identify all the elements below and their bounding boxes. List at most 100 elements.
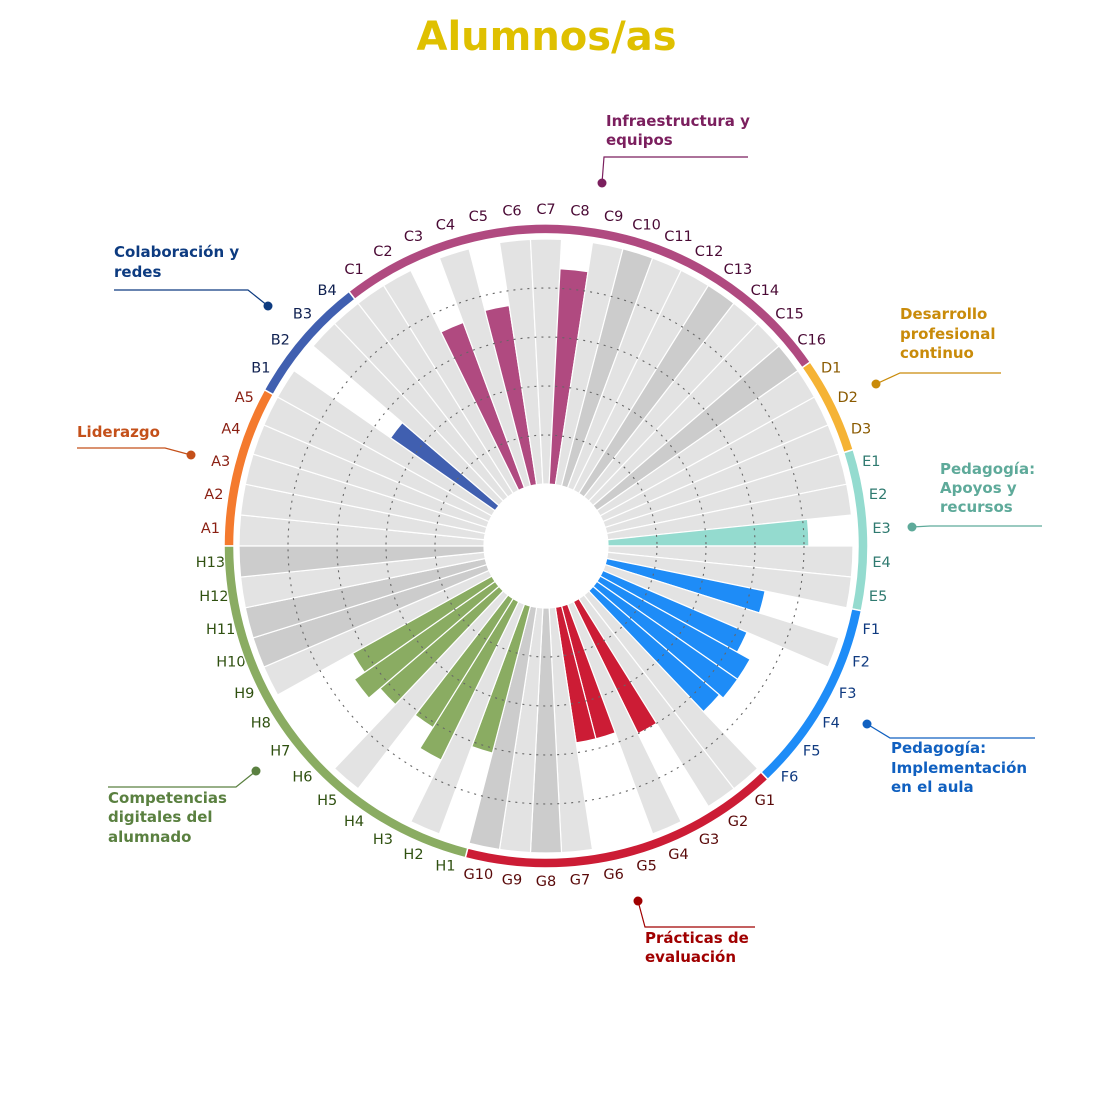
gridline-2: [385, 385, 707, 707]
bar-label: H1: [435, 859, 455, 875]
group-title-line: alumnado: [108, 828, 191, 846]
bar-label: H10: [216, 655, 245, 671]
bar-label: H3: [373, 832, 393, 848]
annotation-leader-line: [601, 156, 748, 184]
bar-label: A3: [211, 454, 230, 470]
group-title-line: Competencias: [108, 789, 227, 807]
annotation-leader-line: [114, 289, 269, 307]
bar-label: F4: [822, 716, 840, 732]
background-bar-G2: [577, 594, 735, 808]
gridline-3: [336, 336, 756, 756]
bar-label: C6: [502, 204, 521, 220]
bar-label: H9: [234, 686, 254, 702]
group-title-line: Implementación: [891, 759, 1027, 777]
bar-label: E5: [869, 589, 887, 605]
group-title-line: Prácticas de: [645, 929, 749, 947]
gridline-1: [434, 434, 658, 658]
value-bar-H7: [353, 580, 500, 699]
annotation-leader-line: [77, 447, 192, 456]
value-bar-F5: [592, 580, 739, 699]
group-title-line: Colaboración y: [114, 243, 239, 261]
group-title-line: Infraestructura y: [606, 112, 750, 130]
bar-label: C15: [775, 307, 804, 323]
bar-label: D1: [821, 360, 841, 376]
bar-label: A2: [204, 487, 223, 503]
group-title-line: Liderazgo: [77, 423, 160, 441]
background-bar-B1: [276, 369, 496, 517]
bar-label: G4: [668, 847, 688, 863]
bar-label: C4: [436, 217, 455, 233]
bar-label: G7: [570, 872, 590, 888]
bar-label: H8: [251, 716, 271, 732]
background-bar-G10: [468, 605, 538, 851]
annotation-dot: [597, 178, 607, 188]
annotation-leader-line: [866, 723, 1035, 739]
bar-label: G2: [728, 814, 748, 830]
chart-title: Alumnos/as: [416, 14, 677, 60]
bar-label: B3: [293, 307, 312, 323]
bar-label: F2: [852, 655, 870, 671]
group-title-line: Apoyos y: [940, 479, 1017, 497]
annotation-leader-line: [637, 900, 755, 928]
bar-label: E2: [869, 487, 887, 503]
group-title-line: recursos: [940, 498, 1013, 516]
annotation-dot: [251, 766, 261, 776]
bar-label: A5: [235, 390, 254, 406]
bar-label: G10: [464, 867, 494, 883]
annotation-dot: [186, 450, 196, 460]
bar-label: H12: [199, 589, 228, 605]
gridlines: [287, 287, 805, 805]
bar-label: C9: [604, 209, 623, 225]
bar-label: E3: [872, 521, 890, 537]
annotation-dot: [862, 719, 872, 729]
group-title-line: continuo: [900, 344, 974, 362]
bar-label: B4: [318, 283, 337, 299]
bar-label: C13: [724, 262, 753, 278]
bar-label: C2: [373, 244, 392, 260]
bar-label: C12: [695, 244, 724, 260]
group-title-line: en el aula: [891, 778, 974, 796]
bar-label: G6: [603, 867, 623, 883]
background-bar-E5: [606, 551, 853, 609]
annotation-leader-line: [911, 525, 1042, 528]
bar-label: E1: [862, 454, 880, 470]
bar-label: B2: [271, 332, 290, 348]
bar-label: G3: [699, 832, 719, 848]
bar-label: G5: [636, 859, 656, 875]
bar-label: G9: [502, 872, 522, 888]
annotation-dot: [263, 301, 273, 311]
bar-label: H2: [403, 847, 423, 863]
group-title-line: Pedagogía:: [891, 739, 986, 757]
gridline-4: [287, 287, 805, 805]
group-title-line: redes: [114, 263, 161, 281]
bar-label: H4: [344, 814, 364, 830]
background-bar-C2: [382, 269, 520, 495]
background-bar-H13: [238, 545, 485, 578]
bar-label: G8: [536, 874, 556, 890]
group-title-line: equipos: [606, 131, 673, 149]
bar-label: C11: [664, 229, 693, 245]
group-title-line: Pedagogía:: [940, 460, 1035, 478]
bar-label: H7: [270, 744, 290, 760]
group-title-line: evaluación: [645, 948, 736, 966]
group-annotation-1: Colaboración y redes: [114, 243, 273, 311]
background-bar-F2: [602, 563, 840, 668]
background-bar-H2: [409, 600, 526, 835]
bar-label: F6: [781, 769, 799, 785]
annotation-leader-line: [875, 372, 1001, 385]
group-ring-7: [223, 545, 469, 859]
group-title-line: digitales del: [108, 808, 213, 826]
bar-label: F5: [803, 744, 821, 760]
bar-label: C14: [751, 283, 780, 299]
background-bar-H5: [333, 590, 509, 790]
bar-label: C3: [404, 229, 423, 245]
bar-label: D3: [851, 421, 871, 437]
background-bar-G4: [566, 600, 683, 835]
bar-label: D2: [837, 390, 857, 406]
